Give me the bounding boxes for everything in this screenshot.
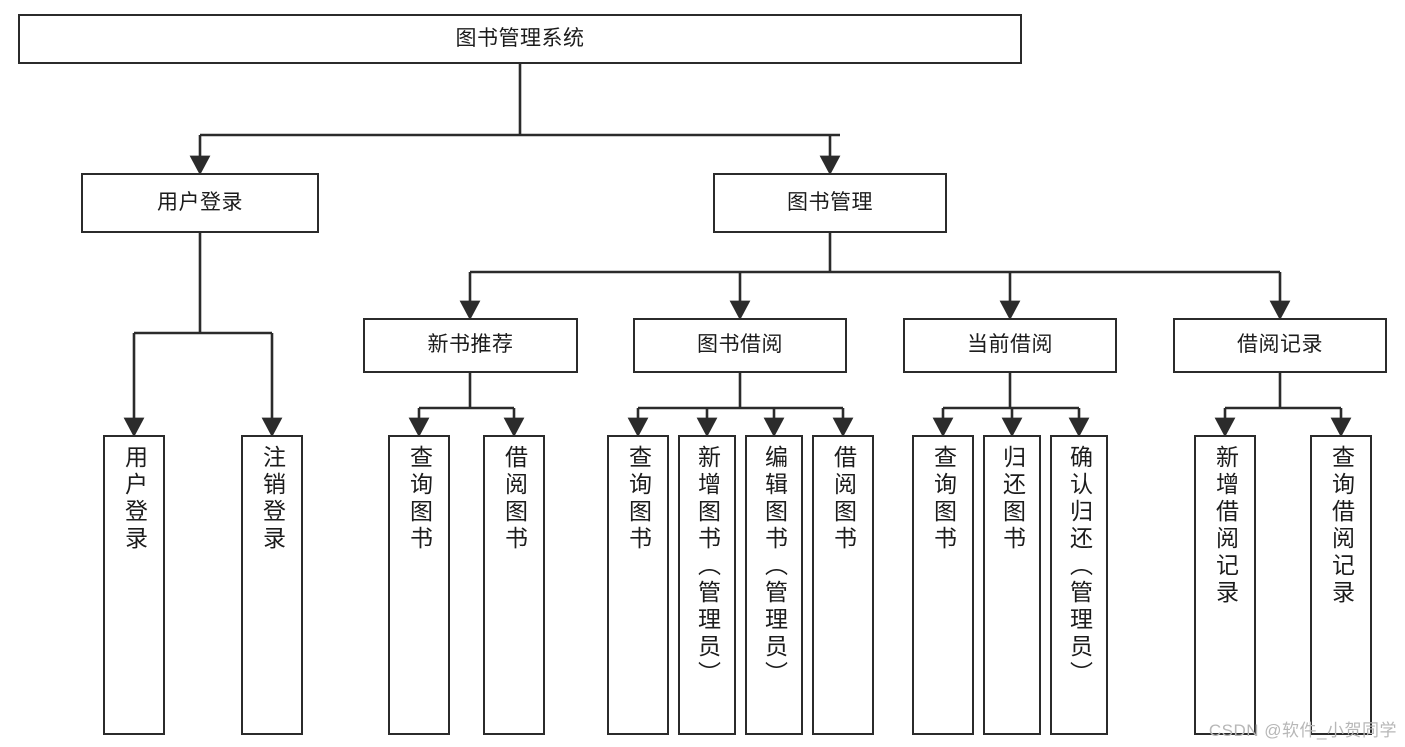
node-book-borrow[interactable]: 图书借阅 [633, 318, 847, 373]
node-current-borrow-label: 当前借阅 [967, 333, 1053, 357]
leaf-node[interactable]: 借阅图书 [812, 435, 874, 735]
node-new-book-recommend[interactable]: 新书推荐 [363, 318, 578, 373]
edges [123, 64, 1352, 438]
node-root-label: 图书管理系统 [455, 26, 585, 50]
leaf-node-label: 查询图书 [930, 445, 957, 553]
leaf-node-label: 查询图书 [625, 445, 652, 553]
leaf-node-label: 新增图书（管理员） [694, 445, 721, 688]
node-root-system[interactable]: 图书管理系统 [18, 14, 1022, 64]
leaf-node[interactable]: 确认归还（管理员） [1050, 435, 1108, 735]
node-user-login[interactable]: 用户登录 [81, 173, 319, 233]
leaf-node[interactable]: 新增图书（管理员） [678, 435, 736, 735]
leaf-node-label: 借阅图书 [830, 445, 857, 553]
leaf-node-label: 查询借阅记录 [1328, 445, 1355, 607]
leaf-node-label: 用户登录 [121, 445, 148, 553]
node-book-management-label: 图书管理 [787, 190, 873, 214]
node-borrow-record-label: 借阅记录 [1237, 333, 1323, 357]
leaf-node[interactable]: 注销登录 [241, 435, 303, 735]
leaf-node-label: 编辑图书（管理员） [761, 445, 788, 688]
node-borrow-record[interactable]: 借阅记录 [1173, 318, 1387, 373]
leaf-node[interactable]: 查询图书 [912, 435, 974, 735]
leaf-node[interactable]: 归还图书 [983, 435, 1041, 735]
node-new-book-recommend-label: 新书推荐 [427, 333, 514, 357]
leaf-node-label: 注销登录 [259, 445, 286, 553]
leaf-node-label: 借阅图书 [501, 445, 528, 553]
leaf-node[interactable]: 查询借阅记录 [1310, 435, 1372, 735]
leaf-node[interactable]: 借阅图书 [483, 435, 545, 735]
leaf-node[interactable]: 新增借阅记录 [1194, 435, 1256, 735]
leaf-node-label: 查询图书 [406, 445, 433, 553]
leaf-node[interactable]: 查询图书 [607, 435, 669, 735]
leaf-node-label: 确认归还（管理员） [1066, 445, 1093, 688]
node-book-management[interactable]: 图书管理 [713, 173, 947, 233]
node-user-login-label: 用户登录 [157, 190, 243, 214]
leaf-node[interactable]: 编辑图书（管理员） [745, 435, 803, 735]
leaf-node-label: 归还图书 [999, 445, 1026, 553]
leaf-node[interactable]: 查询图书 [388, 435, 450, 735]
leaf-node-label: 新增借阅记录 [1212, 445, 1239, 607]
node-book-borrow-label: 图书借阅 [697, 333, 783, 357]
leaf-node[interactable]: 用户登录 [103, 435, 165, 735]
node-current-borrow[interactable]: 当前借阅 [903, 318, 1117, 373]
